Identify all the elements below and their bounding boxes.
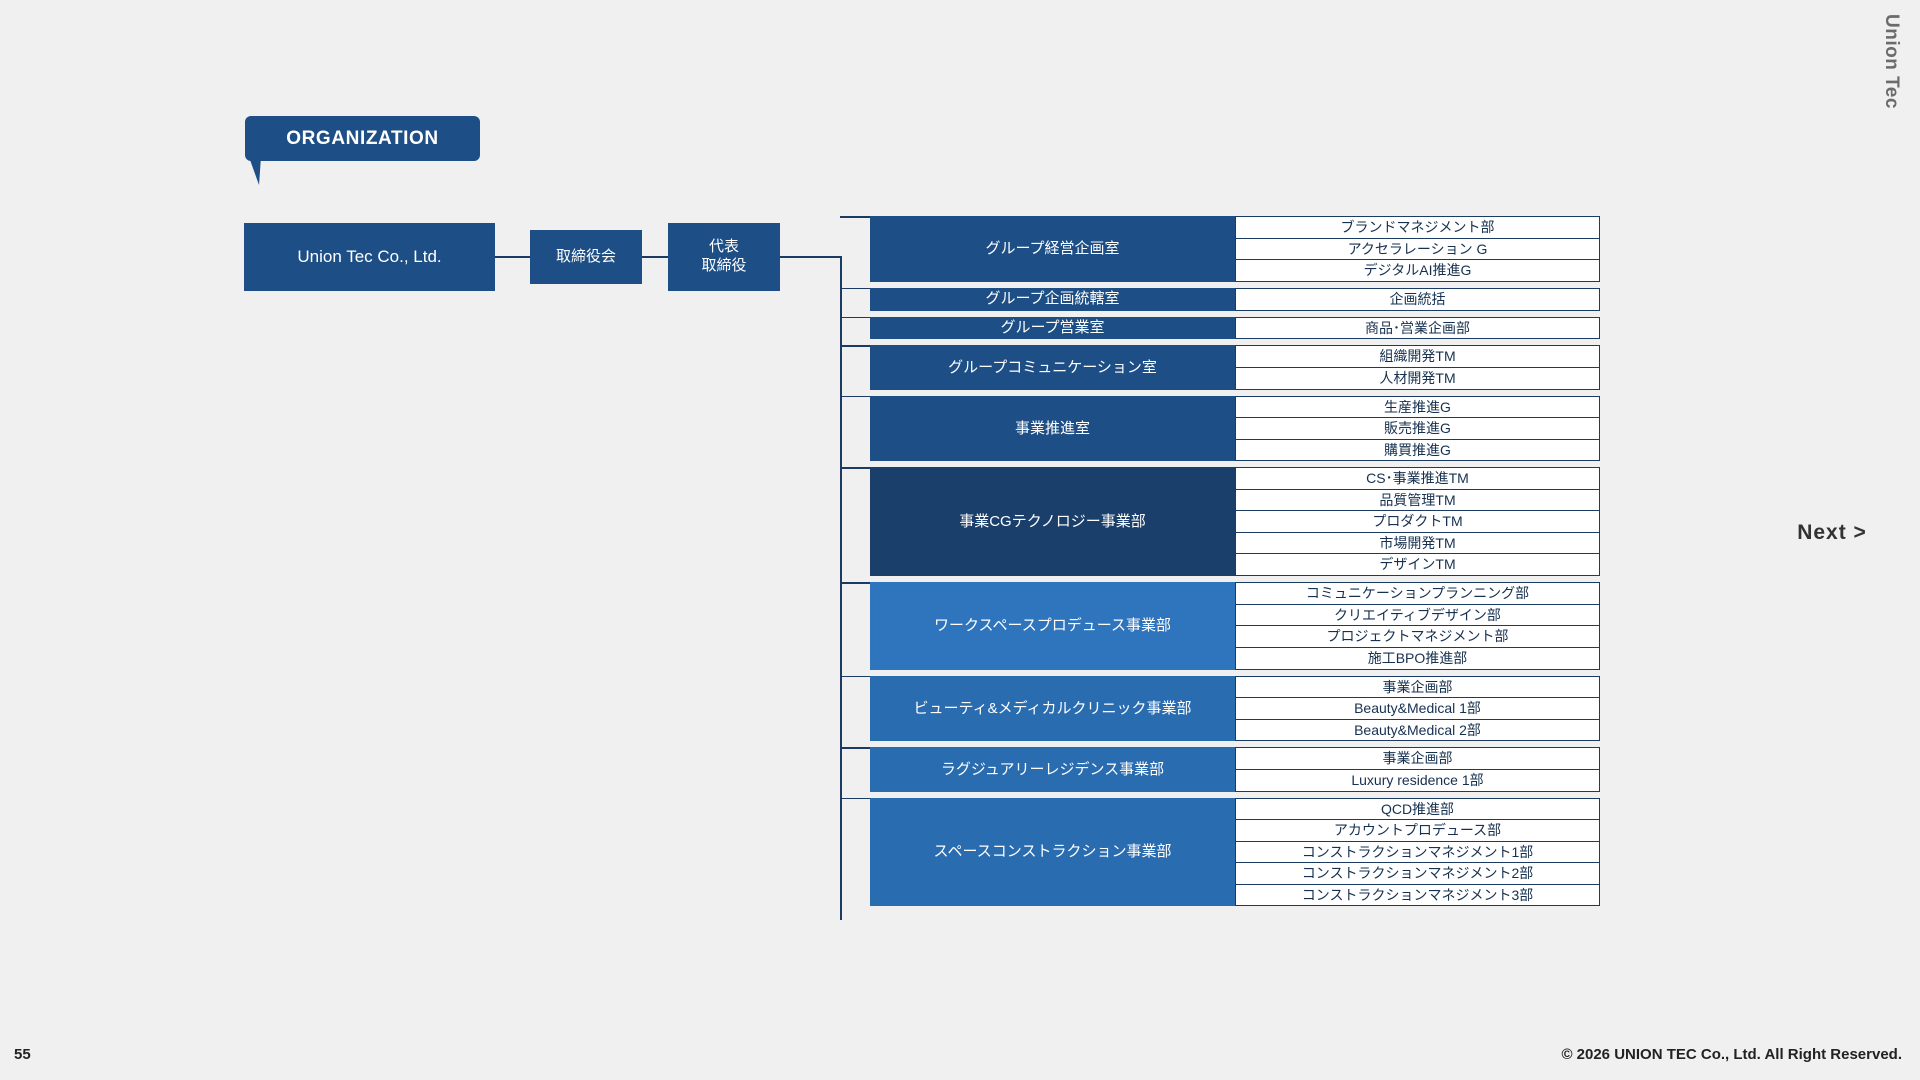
sub-department: 人材開発TM — [1235, 366, 1600, 390]
division-sub-list: 商品･営業企画部 — [1235, 316, 1600, 340]
sub-department: プロジェクトマネジメント部 — [1235, 625, 1600, 649]
sub-department: アクセラレーション G — [1235, 237, 1600, 261]
division-row: グループ営業室商品･営業企画部 — [840, 316, 1600, 340]
sub-department: 事業企画部 — [1235, 675, 1600, 699]
division-name: ラグジュアリーレジデンス事業部 — [870, 747, 1235, 792]
sub-department: クリエイティブデザイン部 — [1235, 603, 1600, 627]
connector-stub — [840, 675, 870, 678]
node-board-label: 取締役会 — [555, 247, 616, 265]
connector-stub — [840, 467, 870, 470]
connector-ceo-spine — [780, 256, 842, 258]
connector-stub — [840, 287, 870, 290]
title-bubble-tail — [237, 157, 261, 185]
division-sub-list: コミュニケーションプランニング部クリエイティブデザイン部プロジェクトマネジメント… — [1235, 582, 1600, 670]
node-ceo-label-line1: 代表 — [708, 238, 739, 256]
next-page-link[interactable]: Next > — [1797, 521, 1867, 544]
sub-department: Luxury residence 1部 — [1235, 768, 1600, 792]
sub-department: デジタルAI推進G — [1235, 259, 1600, 282]
sub-department: 品質管理TM — [1235, 488, 1600, 512]
division-row: ワークスペースプロデュース事業部コミュニケーションプランニング部クリエイティブデ… — [840, 582, 1600, 670]
sub-department: デザインTM — [1235, 553, 1600, 577]
sub-department: プロダクトTM — [1235, 510, 1600, 534]
sub-department: CS･事業推進TM — [1235, 467, 1600, 491]
connector-stub — [840, 395, 870, 398]
sub-department: QCD推進部 — [1235, 797, 1600, 821]
division-sub-list: 企画統括 — [1235, 287, 1600, 311]
sub-department: 商品･営業企画部 — [1235, 316, 1600, 340]
sub-department: コンストラクションマネジメント1部 — [1235, 840, 1600, 864]
page-number: 55 — [14, 1046, 31, 1063]
connector-company-board — [495, 256, 530, 258]
sub-department: コンストラクションマネジメント3部 — [1235, 883, 1600, 907]
node-company-label: Union Tec Co., Ltd. — [297, 247, 442, 267]
page-title-bubble: ORGANIZATION — [245, 116, 480, 161]
sub-department: 企画統括 — [1235, 287, 1600, 311]
division-name: グループ企画統轄室 — [870, 287, 1235, 311]
division-name: 事業推進室 — [870, 395, 1235, 462]
division-sub-list: QCD推進部アカウントプロデュース部コンストラクションマネジメント1部コンストラ… — [1235, 797, 1600, 907]
sub-department: 販売推進G — [1235, 417, 1600, 440]
division-row: グループ企画統轄室企画統括 — [840, 287, 1600, 311]
node-company: Union Tec Co., Ltd. — [244, 223, 495, 291]
sub-department: Beauty&Medical 2部 — [1235, 718, 1600, 742]
sub-department: コミュニケーションプランニング部 — [1235, 582, 1600, 606]
sub-department: コンストラクションマネジメント2部 — [1235, 862, 1600, 885]
sub-department: 市場開発TM — [1235, 531, 1600, 555]
connector-stub — [840, 747, 870, 749]
division-name: グループ経営企画室 — [870, 216, 1235, 282]
sub-department: 生産推進G — [1235, 395, 1600, 419]
connector-stub — [840, 582, 870, 584]
connector-vertical-spine — [840, 256, 842, 920]
connector-stub — [840, 345, 870, 347]
node-representative-director: 代表 取締役 — [668, 223, 780, 291]
division-name: グループ営業室 — [870, 316, 1235, 340]
division-name: ビューティ&メディカルクリニック事業部 — [870, 675, 1235, 742]
sub-department: Beauty&Medical 1部 — [1235, 697, 1600, 720]
sub-department: 組織開発TM — [1235, 345, 1600, 369]
connector-board-ceo — [642, 256, 668, 258]
division-name: ワークスペースプロデュース事業部 — [870, 582, 1235, 670]
node-ceo-label-line2: 取締役 — [701, 257, 747, 274]
sub-department: アカウントプロデュース部 — [1235, 819, 1600, 842]
division-name: 事業CGテクノロジー事業部 — [870, 467, 1235, 577]
sub-department: 事業企画部 — [1235, 747, 1600, 771]
connector-stub — [840, 797, 870, 800]
connector-stub — [840, 316, 870, 319]
division-name: スペースコンストラクション事業部 — [870, 797, 1235, 907]
sub-department: 購買推進G — [1235, 438, 1600, 462]
page-title: ORGANIZATION — [286, 127, 439, 149]
sub-department: 施工BPO推進部 — [1235, 646, 1600, 670]
node-board-of-directors: 取締役会 — [530, 230, 642, 284]
sub-department: ブランドマネジメント部 — [1235, 216, 1600, 239]
division-name: グループコミュニケーション室 — [870, 345, 1235, 390]
connector-stub — [840, 216, 870, 218]
brand-vertical-label: Union Tec — [1881, 14, 1902, 109]
copyright-notice: © 2026 UNION TEC Co., Ltd. All Right Res… — [1561, 1046, 1902, 1063]
